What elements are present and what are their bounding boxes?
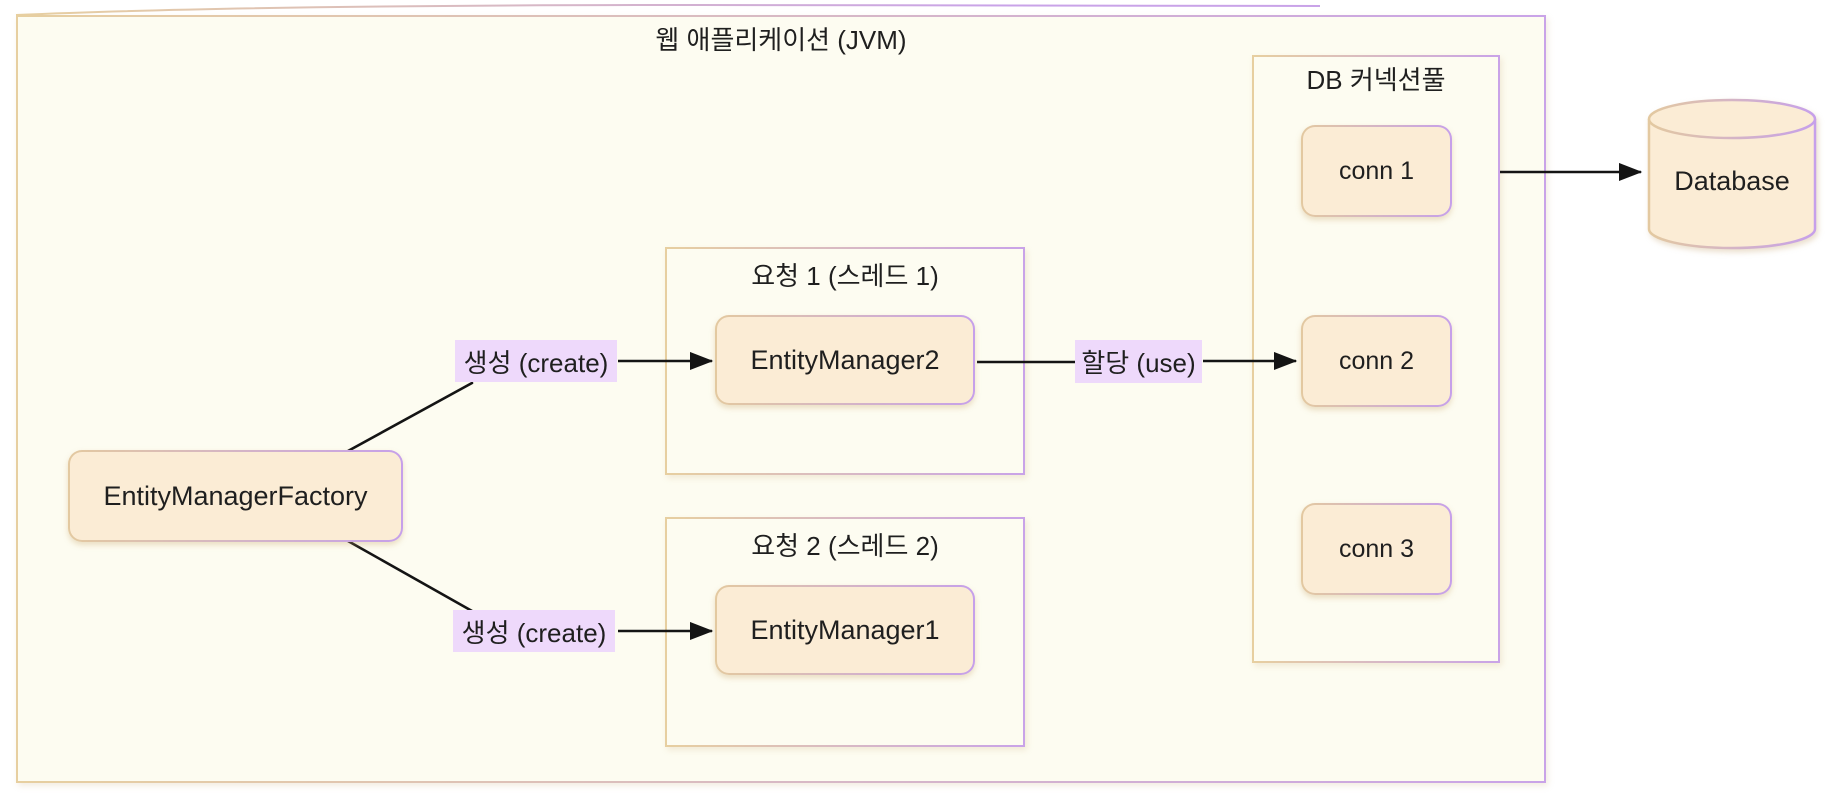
entity-manager2-node: EntityManager2 xyxy=(715,315,975,405)
conn2-node: conn 2 xyxy=(1301,315,1452,407)
entity-manager-factory-label: EntityManagerFactory xyxy=(70,452,401,540)
db-connection-pool-title: DB 커넥션풀 xyxy=(1306,65,1446,95)
web-application-title: 웹 애플리케이션 (JVM) xyxy=(655,25,907,55)
database-label: Database xyxy=(1674,165,1790,196)
use-label: 할당 (use) xyxy=(1075,340,1202,383)
create-label-request1: 생성 (create) xyxy=(455,340,617,382)
conn1-node: conn 1 xyxy=(1301,125,1452,217)
entity-manager1-node: EntityManager1 xyxy=(715,585,975,675)
entity-manager-factory-node: EntityManagerFactory xyxy=(68,450,403,542)
conn1-label: conn 1 xyxy=(1303,127,1450,215)
request2-title: 요청 2 (스레드 2) xyxy=(751,531,939,561)
entity-manager1-label: EntityManager1 xyxy=(717,587,973,673)
conn3-label: conn 3 xyxy=(1303,505,1450,593)
request1-title: 요청 1 (스레드 1) xyxy=(751,261,939,291)
create-label-request2: 생성 (create) xyxy=(453,610,615,652)
database-cylinder-icon xyxy=(1647,98,1817,250)
conn3-node: conn 3 xyxy=(1301,503,1452,595)
outer-box-sketch-stroke xyxy=(15,3,1321,16)
conn2-label: conn 2 xyxy=(1303,317,1450,405)
entity-manager2-label: EntityManager2 xyxy=(717,317,973,403)
